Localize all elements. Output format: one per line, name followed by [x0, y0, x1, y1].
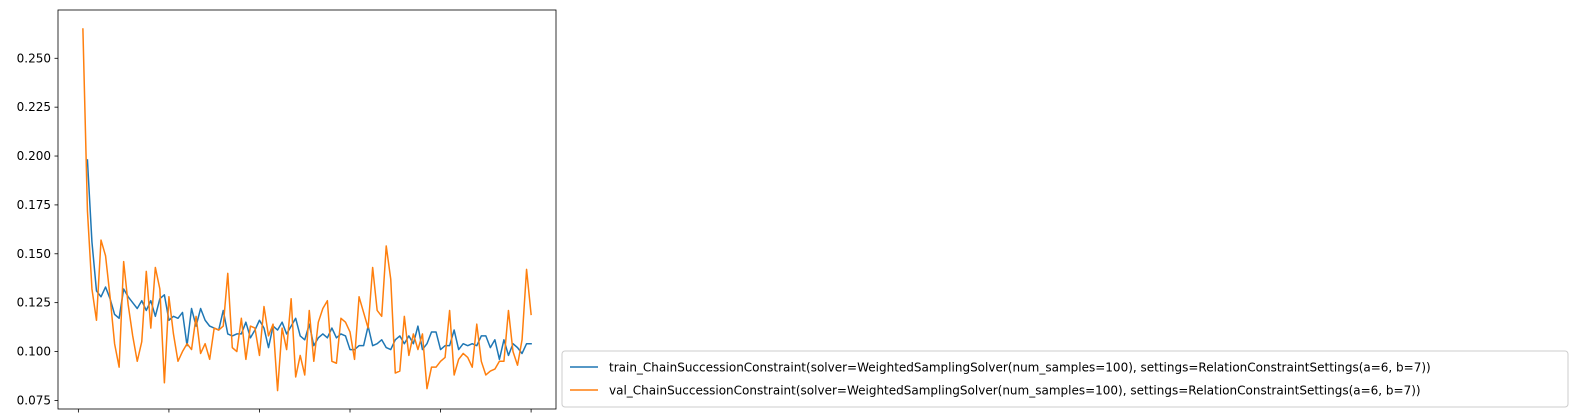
- legend: train_ChainSuccessionConstraint(solver=W…: [561, 350, 1569, 408]
- legend-frame: [561, 350, 1569, 408]
- y-tick-label: 0.250: [17, 51, 51, 65]
- series-layer: [82, 28, 532, 392]
- y-tick-label: 0.175: [17, 198, 51, 212]
- y-tick-label: 0.075: [17, 393, 51, 407]
- y-tick-label: 0.125: [17, 296, 51, 310]
- y-tick-label: 0.150: [17, 247, 51, 261]
- axes-layer: 0204060801000.0750.1000.1250.1500.1750.2…: [17, 9, 557, 417]
- series-line-val: [82, 28, 532, 392]
- legend-label-train: train_ChainSuccessionConstraint(solver=W…: [609, 361, 1431, 375]
- series-line-train: [86, 159, 532, 361]
- legend-label-val: val_ChainSuccessionConstraint(solver=Wei…: [609, 384, 1421, 398]
- y-tick-label: 0.100: [17, 345, 51, 359]
- axes-frame: [57, 9, 557, 410]
- y-tick-label: 0.200: [17, 149, 51, 163]
- y-tick-label: 0.225: [17, 100, 51, 114]
